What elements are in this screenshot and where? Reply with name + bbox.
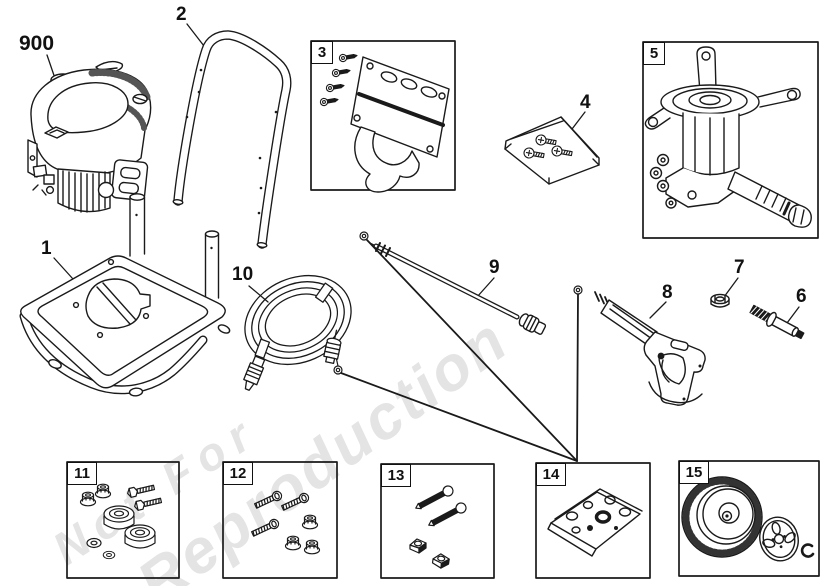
axle-bolt-illustration xyxy=(749,304,805,340)
box-tag-isolator-kit: 11 xyxy=(67,462,97,485)
callout-nut: 7 xyxy=(734,257,745,278)
box-tag-fastener-kit: 12 xyxy=(223,462,253,485)
wand-oring xyxy=(359,231,369,241)
wand-illustration xyxy=(369,242,547,335)
spray-gun-illustration xyxy=(594,291,706,406)
leader-wand xyxy=(476,277,495,298)
oring-kit-lines xyxy=(340,239,579,462)
gun-oring xyxy=(573,285,583,295)
line-hose-to-kit14 xyxy=(340,372,578,462)
callout-handle: 2 xyxy=(176,4,187,25)
box-tag-oring-kit: 14 xyxy=(536,463,566,486)
frame-riser-right xyxy=(204,230,220,301)
wheel-kit-box xyxy=(678,460,820,577)
screw-bag-illustration xyxy=(504,116,600,185)
callout-engine: 900 xyxy=(19,32,55,55)
e-clip-illustration xyxy=(800,543,815,558)
callout-axle-bolt: 6 xyxy=(796,286,807,307)
callout-frame: 1 xyxy=(41,238,52,259)
fastener-kit-box xyxy=(222,461,338,579)
callout-spray-gun: 8 xyxy=(662,282,673,303)
wheel-illustration xyxy=(681,476,763,558)
hose-fitting-left xyxy=(243,355,266,391)
pump-kit-box xyxy=(642,41,819,239)
hose-illustration xyxy=(243,274,352,391)
isolator-kit-box xyxy=(66,461,180,579)
nut-illustration xyxy=(710,293,730,308)
leader-handle xyxy=(186,23,205,47)
leader-nut xyxy=(723,277,739,298)
leader-gun xyxy=(649,301,667,319)
engine-illustration xyxy=(27,60,152,213)
box-tag-wheel-kit: 15 xyxy=(679,461,709,484)
frame-riser-left xyxy=(129,193,146,257)
leader-frame xyxy=(53,257,74,280)
leader-lines xyxy=(46,23,800,324)
hose-fitting-right xyxy=(323,329,342,365)
oring-kit-box xyxy=(535,462,651,579)
bracket-kit-box xyxy=(310,40,456,193)
box-tag-bracket-kit: 3 xyxy=(311,41,333,64)
hubcap-illustration xyxy=(759,516,799,562)
wand-coupler xyxy=(518,313,547,335)
leader-axle-bolt xyxy=(786,306,800,324)
pump-ports xyxy=(649,153,677,209)
callout-screw-bag: 4 xyxy=(580,92,591,113)
line-wand-to-kit14 xyxy=(366,239,578,462)
callout-hose: 10 xyxy=(232,264,254,285)
carriage-bolt-kit-box xyxy=(380,463,495,579)
box-tag-pump: 5 xyxy=(643,42,665,65)
callout-wand: 9 xyxy=(489,257,500,278)
box-tag-carriage-bolt-kit: 13 xyxy=(381,464,411,487)
frame-illustration xyxy=(19,193,231,397)
line-gun-to-kit14 xyxy=(576,293,579,462)
handle-illustration xyxy=(172,30,292,249)
hose-oring xyxy=(333,365,343,375)
